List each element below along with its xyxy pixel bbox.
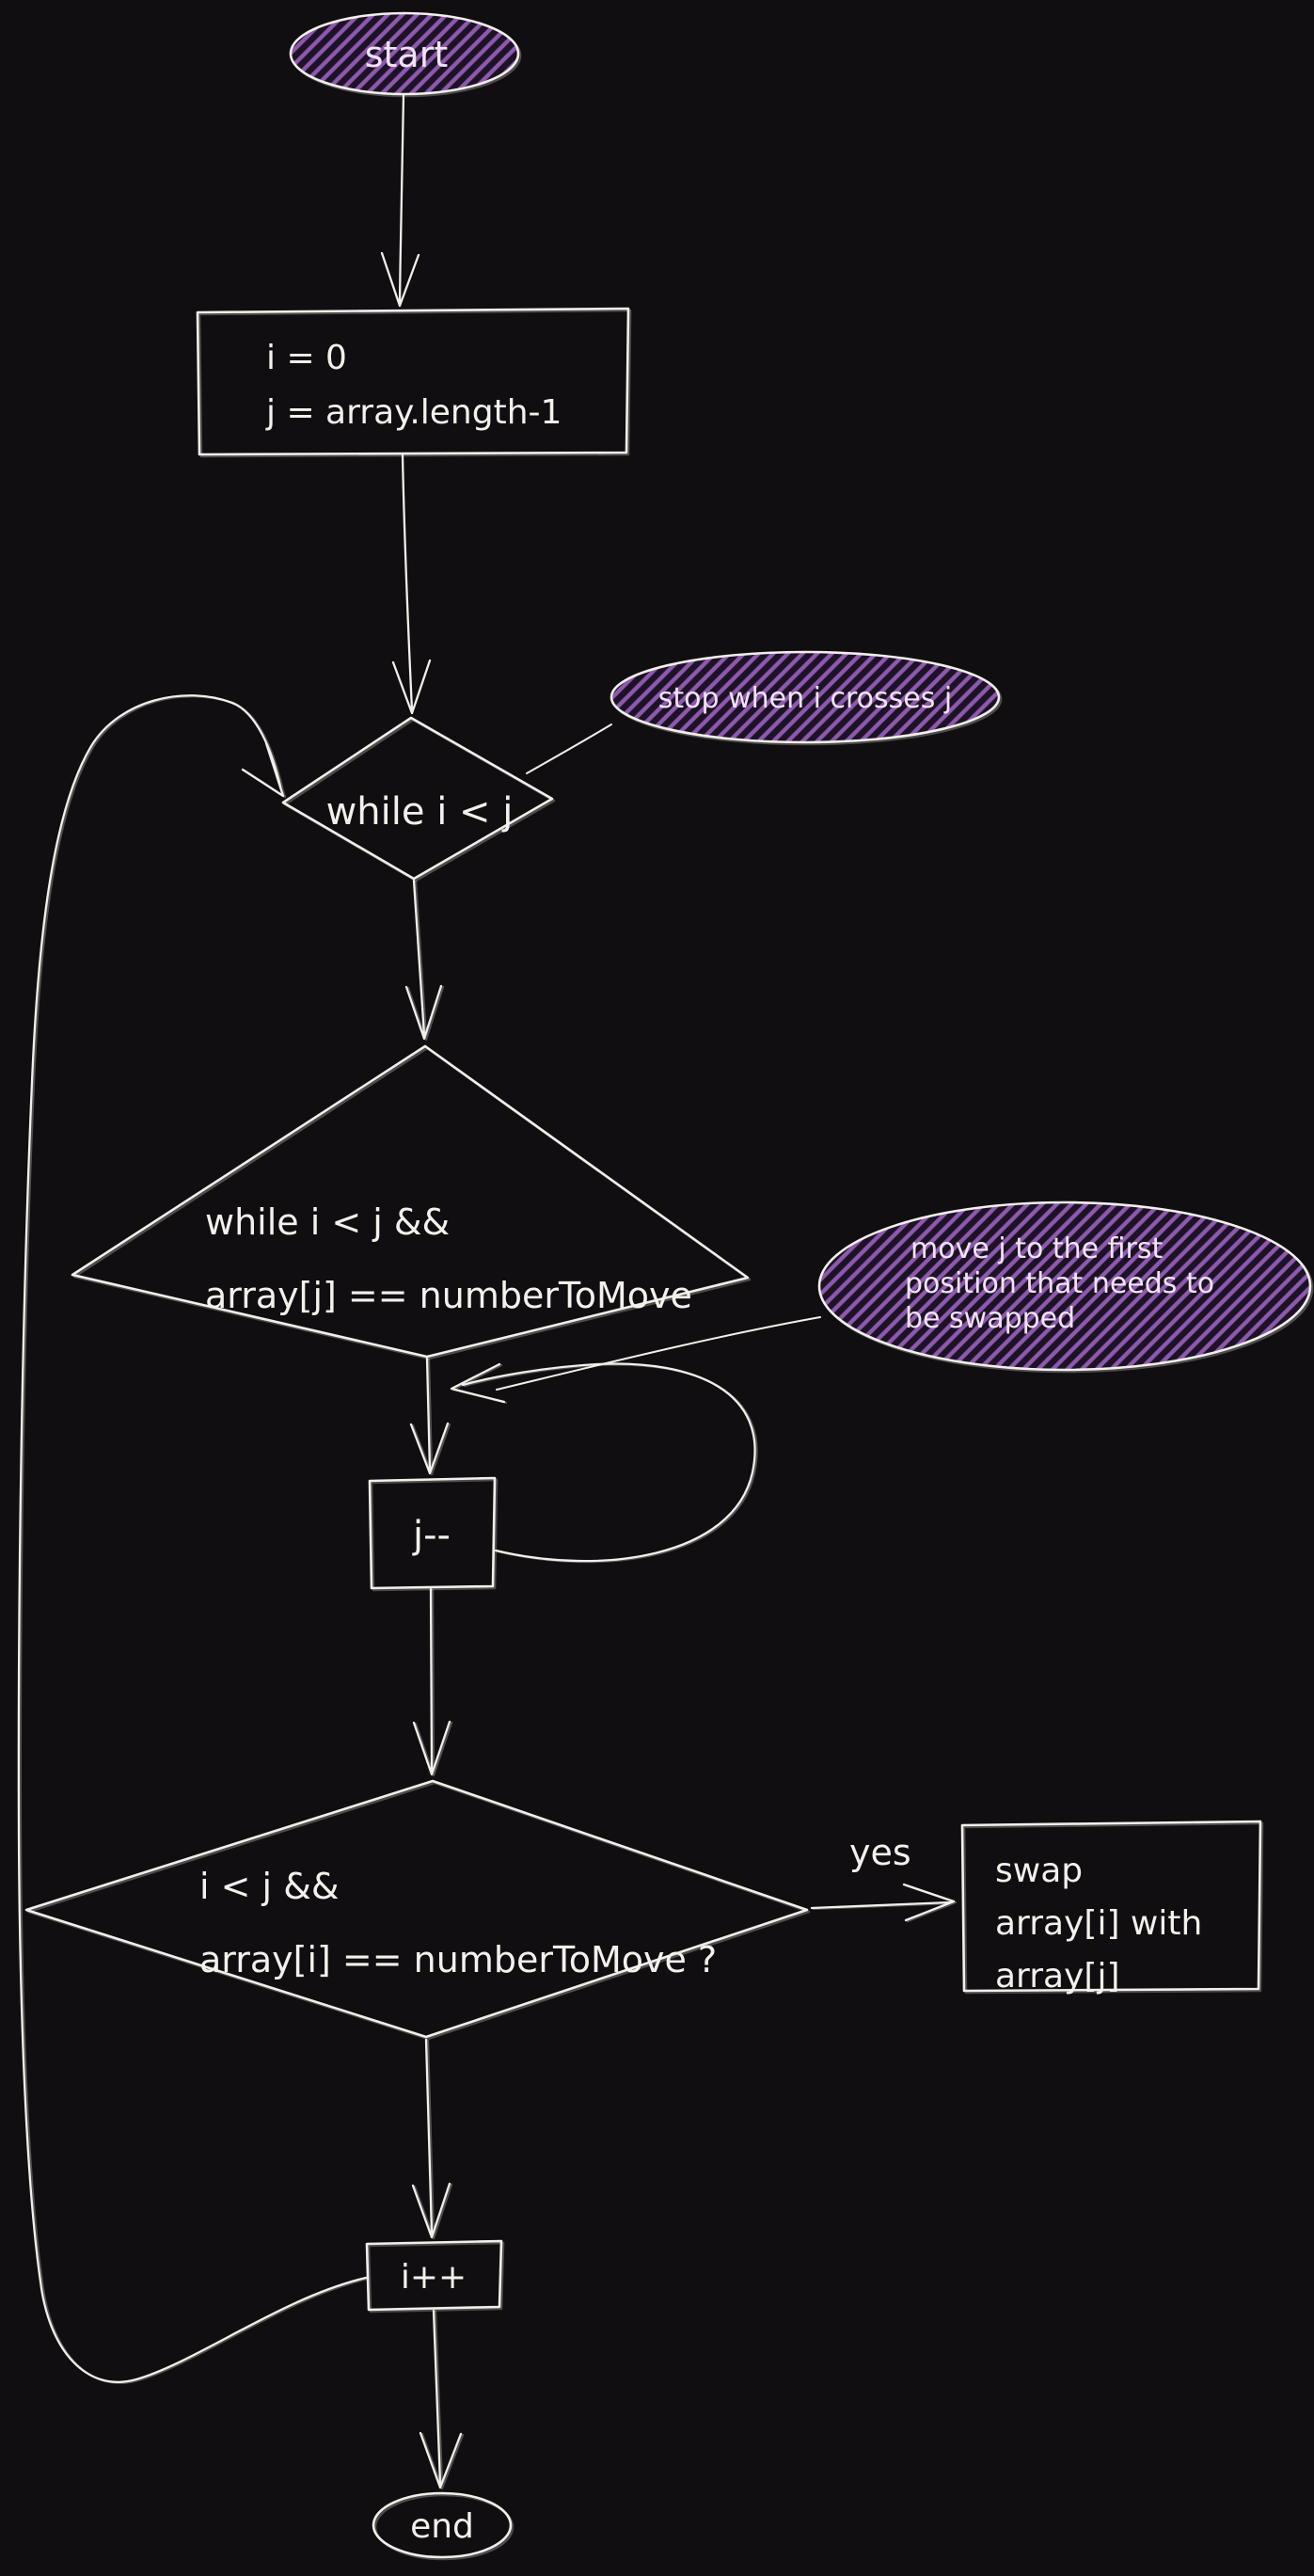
edge-while-inner-to-decrement[interactable] — [409, 1357, 450, 1475]
swap-rect[interactable] — [960, 1820, 1262, 1993]
decrement-rect[interactable] — [368, 1476, 497, 1590]
connector-move-note[interactable] — [496, 1316, 821, 1391]
while-inner-node[interactable]: while i < j && array[j] == numberToMove — [71, 1044, 750, 1359]
start-ellipse[interactable] — [289, 11, 520, 96]
start-label: start — [365, 34, 449, 75]
init-node[interactable]: i = 0 j = array.length-1 — [196, 307, 630, 456]
while-inner-line-2: array[j] == numberToMove — [205, 1275, 692, 1316]
move-note-line-3: be swapped — [905, 1302, 1075, 1335]
check-swap-line-1: i < j && — [199, 1866, 339, 1907]
check-swap-node[interactable]: i < j && array[i] == numberToMove ? — [24, 1779, 809, 2039]
increment-rect[interactable] — [365, 2239, 503, 2312]
edge-decrement-self-loop[interactable] — [450, 1362, 756, 1563]
init-line-2: j = array.length-1 — [265, 393, 562, 432]
nodes-layer: start i = 0 j = array.length-1 while i <… — [24, 11, 1312, 2559]
move-note-node[interactable]: move j to the first position that needs … — [817, 1201, 1312, 1372]
decrement-node[interactable]: j-- — [368, 1476, 497, 1590]
move-note-line-2: position that needs to — [905, 1267, 1214, 1300]
init-rect[interactable] — [196, 307, 630, 456]
decrement-label: j-- — [412, 1514, 451, 1557]
edge-decrement-to-check[interactable] — [412, 1587, 451, 1776]
swap-line-2: array[i] with — [995, 1904, 1202, 1943]
end-label: end — [410, 2507, 474, 2546]
start-node[interactable]: start — [289, 11, 520, 96]
swap-line-1: swap — [995, 1852, 1083, 1890]
edge-while-outer-to-while-inner[interactable] — [404, 879, 443, 1041]
swap-node[interactable]: swap array[i] with array[j] — [960, 1820, 1262, 1996]
move-note-line-1: move j to the first — [910, 1232, 1163, 1265]
edge-init-to-while-outer[interactable] — [391, 453, 432, 715]
edge-yes-to-swap[interactable] — [810, 1883, 956, 1922]
while-outer-label: while i < j — [326, 790, 514, 834]
while-inner-line-1: while i < j && — [205, 1201, 450, 1243]
init-line-1: i = 0 — [266, 339, 347, 377]
edge-check-to-increment[interactable] — [411, 2038, 451, 2239]
edge-increment-to-end[interactable] — [419, 2309, 463, 2489]
yes-branch-label: yes — [849, 1832, 911, 1873]
while-outer-diamond[interactable] — [281, 716, 554, 881]
stop-note-node[interactable]: stop when i crosses j — [610, 650, 1001, 744]
edge-increment-loop-back[interactable] — [17, 694, 368, 2383]
move-note-ellipse[interactable] — [817, 1201, 1312, 1372]
check-swap-diamond[interactable] — [24, 1779, 809, 2039]
increment-node[interactable]: i++ — [365, 2239, 503, 2312]
increment-label: i++ — [401, 2258, 467, 2297]
swap-line-3: array[j] — [995, 1957, 1120, 1996]
stop-note-ellipse[interactable] — [610, 650, 1001, 744]
edges-layer — [17, 93, 956, 2489]
while-inner-diamond[interactable] — [71, 1044, 750, 1359]
check-swap-line-2: array[i] == numberToMove ? — [199, 1939, 717, 1980]
end-ellipse[interactable] — [372, 2491, 513, 2559]
end-node[interactable]: end — [372, 2491, 513, 2559]
stop-note-label: stop when i crosses j — [658, 682, 953, 715]
while-outer-node[interactable]: while i < j — [281, 716, 554, 881]
connector-stop-note[interactable] — [526, 724, 612, 774]
edge-start-to-init[interactable] — [380, 93, 420, 308]
